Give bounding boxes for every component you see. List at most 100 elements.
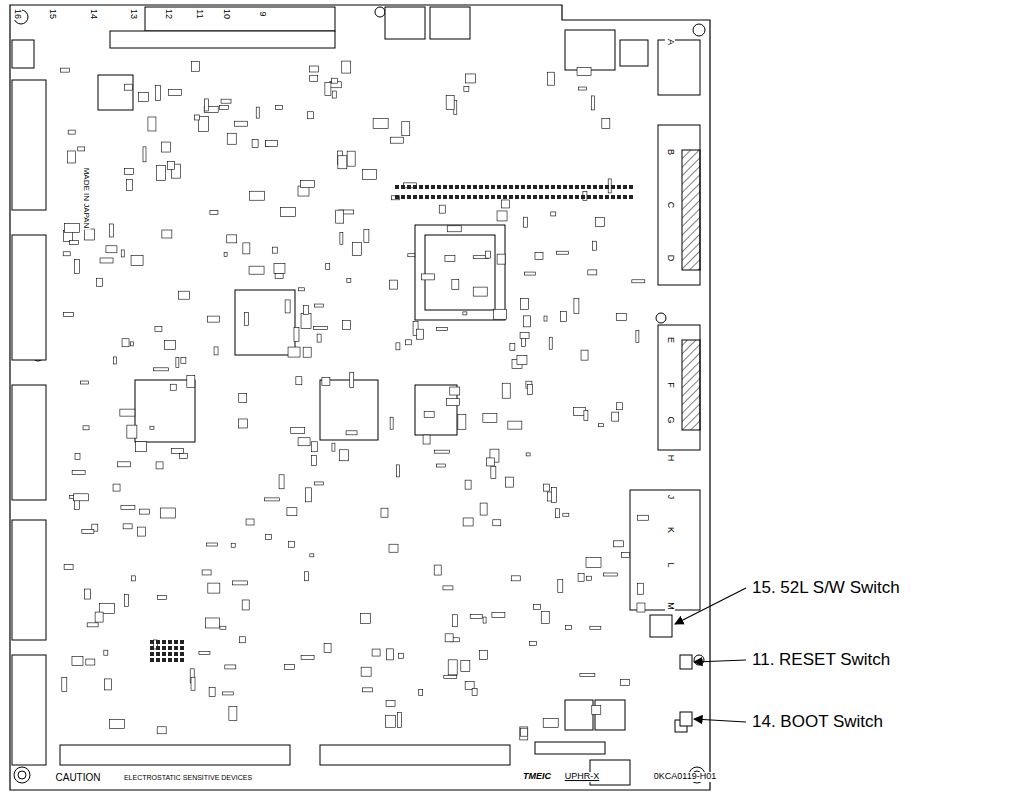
component xyxy=(362,170,376,180)
component xyxy=(381,508,388,517)
board-marking: 9 xyxy=(257,10,267,17)
component xyxy=(632,280,645,283)
pad xyxy=(162,640,166,644)
component xyxy=(463,518,473,526)
pad xyxy=(425,195,429,199)
component xyxy=(529,641,536,645)
component xyxy=(227,133,236,144)
component xyxy=(160,508,175,518)
component xyxy=(593,241,597,250)
board-marking: D xyxy=(665,254,675,263)
pad xyxy=(569,185,573,189)
component xyxy=(473,287,487,296)
component xyxy=(487,458,495,466)
component xyxy=(311,442,317,452)
board-marking: 14 xyxy=(88,8,98,20)
leader-lines xyxy=(675,588,746,722)
component xyxy=(130,342,133,346)
component xyxy=(75,454,80,460)
component xyxy=(558,580,563,593)
component xyxy=(153,368,168,371)
component xyxy=(508,421,522,429)
pad xyxy=(527,195,531,199)
component xyxy=(75,500,80,510)
pad xyxy=(150,658,154,662)
component xyxy=(350,373,354,388)
component xyxy=(501,200,509,208)
component xyxy=(136,442,147,452)
component xyxy=(298,438,310,446)
component xyxy=(299,288,305,291)
pad xyxy=(497,195,501,199)
pad xyxy=(575,195,579,199)
component xyxy=(64,565,73,570)
pad xyxy=(533,195,537,199)
component xyxy=(541,612,549,624)
component xyxy=(70,241,79,245)
component xyxy=(549,337,552,349)
component xyxy=(506,477,514,487)
pad xyxy=(174,646,178,650)
component xyxy=(445,634,453,642)
pad xyxy=(581,195,585,199)
pad xyxy=(575,185,579,189)
pad xyxy=(509,185,513,189)
component xyxy=(62,677,67,691)
component xyxy=(205,618,219,628)
pad xyxy=(503,195,507,199)
component xyxy=(463,312,467,315)
component xyxy=(305,572,309,581)
pad xyxy=(599,195,603,199)
component xyxy=(308,112,314,119)
pad xyxy=(629,185,633,189)
pad xyxy=(156,640,160,644)
component xyxy=(74,259,79,273)
component xyxy=(543,718,558,727)
component xyxy=(72,657,83,666)
board-marking: L xyxy=(665,561,675,568)
component xyxy=(483,413,497,422)
component xyxy=(563,513,569,516)
component xyxy=(603,573,617,576)
component xyxy=(109,719,124,728)
component xyxy=(397,465,400,477)
component xyxy=(423,435,430,444)
pad xyxy=(515,195,519,199)
component xyxy=(83,426,89,430)
component xyxy=(555,509,559,518)
pad xyxy=(503,185,507,189)
pad xyxy=(150,652,154,656)
component xyxy=(396,343,400,350)
pad xyxy=(497,185,501,189)
component xyxy=(291,427,305,433)
component xyxy=(275,273,283,278)
pad xyxy=(443,185,447,189)
component xyxy=(289,541,295,547)
component xyxy=(322,377,330,385)
component xyxy=(638,583,644,594)
pad xyxy=(156,646,160,650)
callout-label: 11. RESET Switch xyxy=(752,651,890,670)
component xyxy=(222,692,233,695)
component xyxy=(510,343,515,350)
pad xyxy=(443,195,447,199)
component xyxy=(342,61,351,73)
component xyxy=(436,464,445,467)
component xyxy=(155,86,160,101)
component xyxy=(511,576,520,581)
component xyxy=(461,660,470,671)
component xyxy=(63,312,73,316)
component xyxy=(224,253,227,257)
component xyxy=(233,581,248,585)
component xyxy=(324,643,331,652)
pad xyxy=(515,185,519,189)
component xyxy=(220,626,226,629)
component xyxy=(317,334,321,342)
component xyxy=(586,558,601,568)
component xyxy=(265,535,271,540)
component xyxy=(209,687,215,696)
component xyxy=(272,247,277,253)
component xyxy=(584,410,588,420)
component xyxy=(310,554,314,557)
